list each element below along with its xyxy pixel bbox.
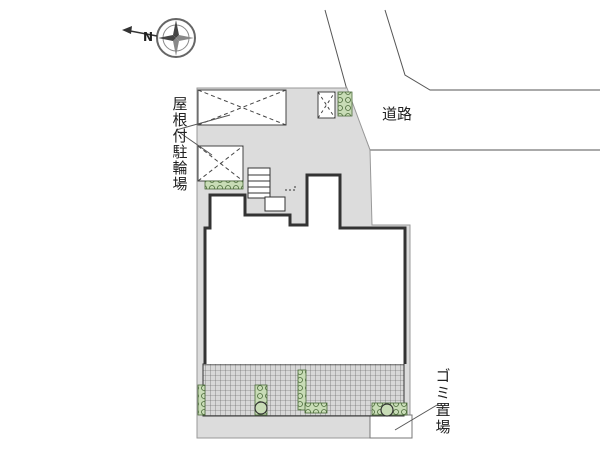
garbage-area xyxy=(369,414,413,439)
tree-1 xyxy=(254,401,268,415)
road-boundary xyxy=(324,9,600,151)
label-char: 根 xyxy=(172,111,187,129)
label-char: 付 xyxy=(172,127,187,145)
bike-parking-bottom xyxy=(197,145,244,182)
garbage-label-leader xyxy=(394,404,438,431)
road-edge-left xyxy=(324,9,600,151)
tree-2 xyxy=(380,403,394,417)
label-char: ミ xyxy=(435,384,450,402)
door-swing xyxy=(285,185,296,191)
planting-terrace-2 xyxy=(297,369,307,411)
road-label: 道路 xyxy=(382,105,412,123)
bike-parking-top xyxy=(197,89,287,126)
building-outline xyxy=(203,173,407,364)
label-char: 屋 xyxy=(172,95,187,113)
road-edge-right xyxy=(384,9,600,91)
compass-rose xyxy=(156,18,196,58)
planting-road-corner xyxy=(337,91,353,117)
label-char: 置 xyxy=(435,401,450,419)
planting-left xyxy=(197,384,206,416)
entrance-stair xyxy=(247,167,286,212)
bike-parking-label: 屋根付駐輪場 xyxy=(172,95,187,193)
compass-north-arrowhead xyxy=(122,26,132,34)
label-char: ゴ xyxy=(435,367,450,385)
label-char: 駐 xyxy=(172,143,187,161)
bike-label-leader-2 xyxy=(175,129,213,156)
compass-north-letter: N xyxy=(143,30,153,44)
bike-label-leader-1 xyxy=(175,114,231,131)
garbage-label: ゴミ置場 xyxy=(435,367,450,436)
label-char: 場 xyxy=(435,418,450,436)
label-char: 輪 xyxy=(172,159,187,177)
planting-terrace-3 xyxy=(304,402,328,414)
label-char: 場 xyxy=(172,175,187,193)
small-parking-box xyxy=(317,91,336,119)
planting-entrance xyxy=(204,180,244,190)
